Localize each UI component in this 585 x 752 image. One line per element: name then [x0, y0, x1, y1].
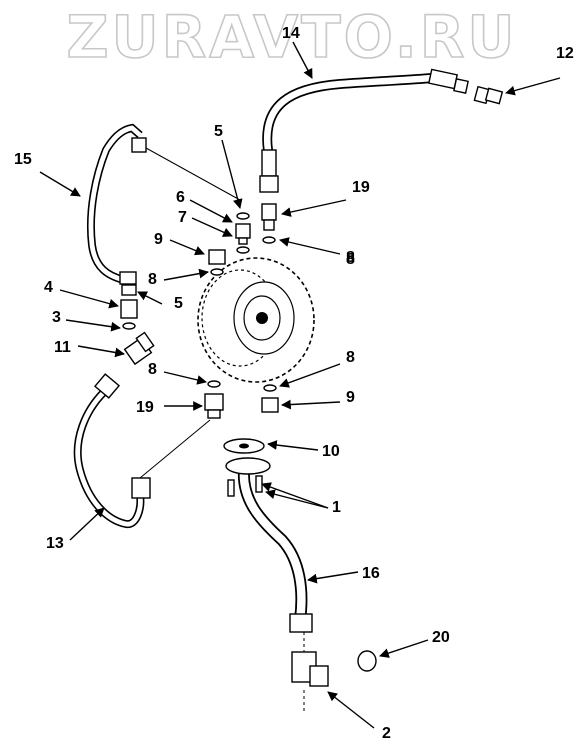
leader-line [139, 419, 211, 479]
callout-8: 8 [148, 361, 157, 378]
callout-20: 20 [432, 629, 450, 646]
callout-8: 8 [148, 271, 157, 288]
watermark: ZURAVTO.RU [66, 3, 517, 71]
callout-8: 8 [346, 251, 355, 268]
turbocharger [197, 257, 315, 383]
callout-9: 9 [346, 389, 355, 406]
callout-19: 19 [352, 179, 370, 196]
elbow-fitting-2 [291, 632, 329, 712]
callout-7: 7 [178, 209, 187, 226]
callout-11: 11 [54, 339, 71, 356]
callout-10: 10 [322, 443, 340, 460]
callout-15: 15 [14, 151, 32, 168]
fitting-12 [473, 85, 504, 105]
callout-8: 8 [346, 249, 355, 266]
hose-14 [259, 68, 469, 193]
hose-13 [73, 373, 151, 529]
callout-19: 19 [136, 399, 154, 416]
callout-9: 9 [154, 231, 163, 248]
callout-1: 1 [332, 499, 341, 516]
callout-labels: 1 2 3 4 5 5 6 7 8 8 8 8 8 9 9 10 11 12 1… [14, 25, 574, 742]
callout-6: 6 [176, 189, 185, 206]
gasket-10 [223, 438, 265, 454]
callout-4: 4 [44, 279, 53, 296]
elbow-fitting-11 [123, 331, 155, 366]
drain-tube-16 [225, 457, 313, 633]
fitting-4 [120, 284, 138, 330]
callout-14: 14 [282, 25, 300, 42]
fitting-group-bottom [204, 380, 279, 419]
callout-2: 2 [382, 725, 391, 742]
fitting-group-top [208, 203, 277, 276]
hose-15 [86, 123, 147, 285]
callout-16: 16 [362, 565, 380, 582]
o-ring-20 [357, 650, 377, 672]
callout-arrows [39, 41, 561, 729]
callout-12: 12 [556, 45, 574, 62]
leader-line [145, 147, 241, 201]
callout-3: 3 [52, 309, 61, 326]
callout-8: 8 [346, 349, 355, 366]
callout-13: 13 [46, 535, 64, 552]
callout-5: 5 [214, 123, 223, 140]
callout-5: 5 [174, 295, 183, 312]
